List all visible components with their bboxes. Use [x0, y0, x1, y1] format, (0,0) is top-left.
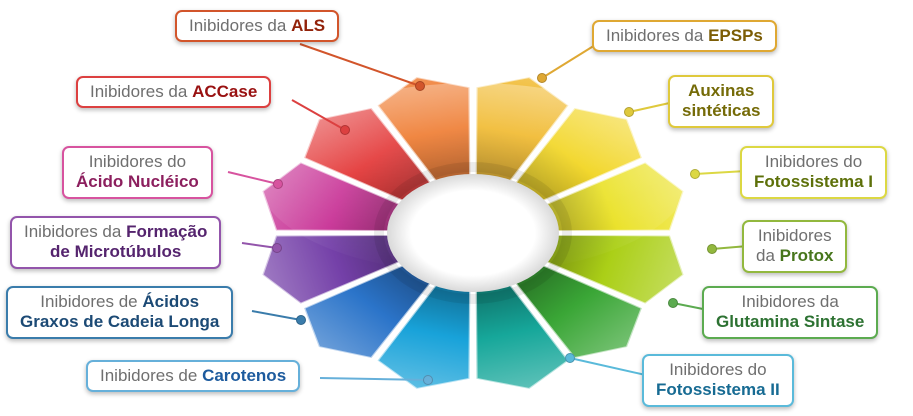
- connector-dot-nucleico: [273, 179, 283, 189]
- connector-line-als: [299, 43, 421, 87]
- connector-line-glutamina: [672, 302, 709, 311]
- connector-dot-glutamina: [668, 298, 678, 308]
- connector-line-microtubulos: [241, 242, 278, 249]
- connector-line-carotenos: [319, 377, 429, 381]
- connector-dot-protox: [707, 244, 717, 254]
- wheel-center-hole: [387, 174, 559, 292]
- connector-dot-acidos-graxos: [296, 315, 306, 325]
- connector-line-auxinas: [628, 101, 675, 113]
- connector-line-fotossistema2: [569, 357, 651, 377]
- wheel-hole-shadow: [374, 162, 572, 304]
- connector-line-epsps: [541, 41, 601, 79]
- connector-line-fotossistema1: [694, 170, 747, 175]
- connector-dot-microtubulos: [272, 243, 282, 253]
- connector-dot-epsps: [537, 73, 547, 83]
- connector-dot-auxinas: [624, 107, 634, 117]
- connector-dot-carotenos: [423, 375, 433, 385]
- connector-line-nucleico: [227, 171, 279, 185]
- connector-line-accase: [291, 99, 346, 131]
- connector-dot-accase: [340, 125, 350, 135]
- connector-dot-als: [415, 81, 425, 91]
- connector-line-acidos-graxos: [251, 310, 302, 321]
- connector-line-protox: [711, 245, 749, 250]
- connector-dot-fotossistema2: [565, 353, 575, 363]
- connector-dot-fotossistema1: [690, 169, 700, 179]
